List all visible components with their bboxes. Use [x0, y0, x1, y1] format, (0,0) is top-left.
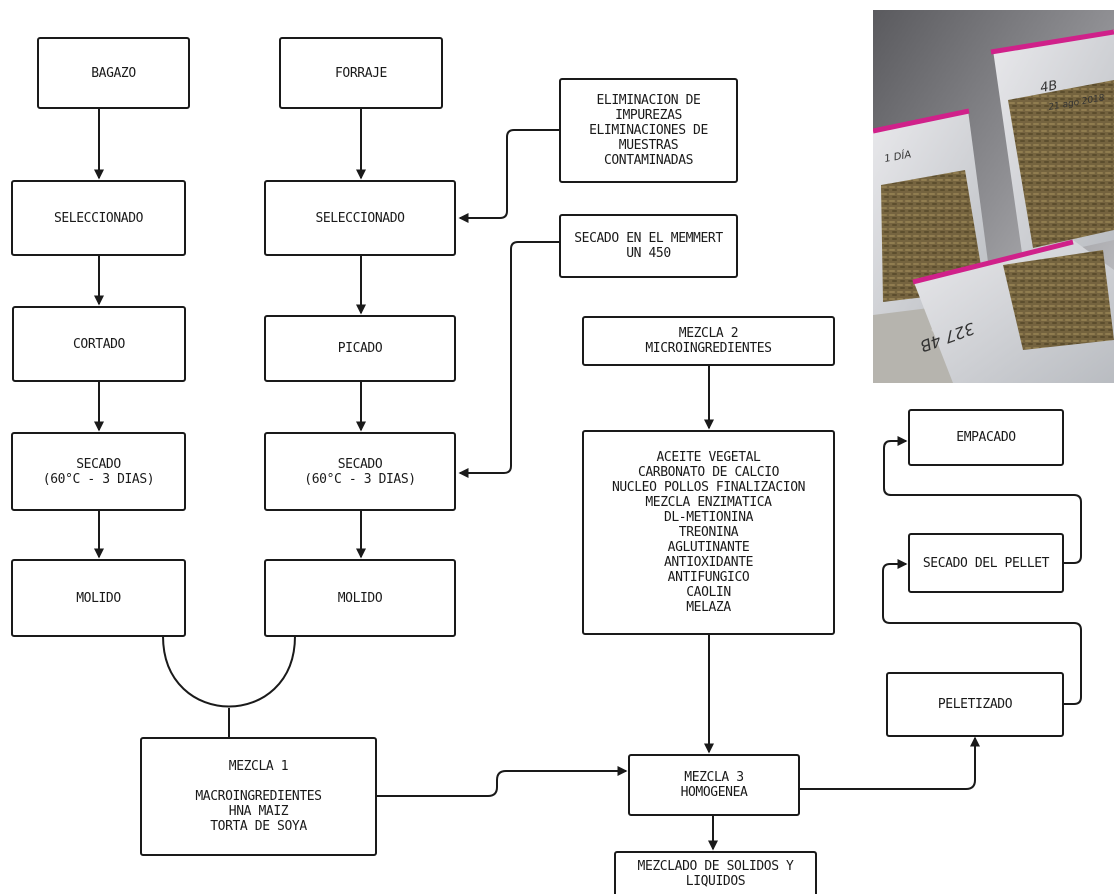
node-seleccionado-bagazo: SELECCIONADO: [11, 180, 186, 256]
node-label-line: CORTADO: [73, 336, 125, 352]
node-label-line: TREONINA: [678, 525, 739, 540]
arrow-peletizado-to-secado-pellet: [882, 559, 1082, 705]
node-label-line: ACEITE VEGETAL: [656, 450, 761, 465]
node-label-line: NUCLEO POLLOS FINALIZACION: [611, 480, 806, 495]
node-label-line: MOLIDO: [337, 590, 383, 606]
node-forraje: FORRAJE: [279, 37, 443, 109]
arrow-eliminacion-to-seleccionado: [458, 129, 559, 223]
node-label-line: HNA MAIZ: [228, 804, 289, 819]
arrow-memmert-to-secado: [458, 241, 559, 478]
arrow-mezcla3-to-peletizado: [800, 736, 980, 790]
node-label-line: SELECCIONADO: [53, 210, 144, 226]
node-label-line: FORRAJE: [335, 65, 387, 81]
node-label-line: UN 450: [626, 246, 671, 261]
node-label-line: MOLIDO: [76, 590, 121, 606]
node-label-line: MACROINGREDIENTES: [195, 789, 322, 804]
bag-label: 4B: [1039, 78, 1059, 96]
arrow-mezcla1-to-mezcla3: [377, 766, 628, 797]
node-label-line: EMPACADO: [956, 430, 1016, 445]
node-empacado: EMPACADO: [908, 409, 1064, 466]
node-secado-pellet: SECADO DEL PELLET: [908, 533, 1064, 593]
node-label-line: SECADO: [76, 456, 121, 472]
node-molido-forraje: MOLIDO: [264, 559, 456, 637]
node-label-line: MICROINGREDIENTES: [645, 341, 772, 356]
node-label-line: CAOLIN: [686, 585, 731, 600]
node-label-line: MEZCLA ENZIMATICA: [645, 495, 772, 510]
node-label-line: DL-METIONINA: [663, 510, 754, 525]
node-label-line: CONTAMINADAS: [603, 153, 694, 168]
node-label-line: ANTIOXIDANTE: [663, 555, 754, 570]
node-bagazo: BAGAZO: [37, 37, 190, 109]
node-label-line: (60°C - 3 DIAS): [304, 471, 416, 487]
node-label-line: SELECCIONADO: [315, 210, 405, 226]
node-label-line: HOMOGENEA: [680, 785, 748, 800]
node-label-line: SECADO EN EL MEMMERT: [574, 231, 723, 246]
node-label-line: SECADO DEL PELLET: [922, 555, 1050, 571]
node-label-line: MEZCLA 3: [684, 770, 744, 785]
node-picado: PICADO: [264, 315, 456, 382]
node-label-line: PICADO: [337, 341, 383, 356]
node-label-line: ANTIFUNGICO: [667, 570, 750, 585]
node-label-line: BAGAZO: [91, 65, 136, 81]
node-molido-bagazo: MOLIDO: [11, 559, 186, 637]
node-label-line: MEZCLA 1: [228, 759, 289, 774]
node-label-line: AGLUTINANTE: [667, 540, 750, 555]
node-label-line: MEZCLADO DE SOLIDOS Y: [637, 858, 794, 874]
arrow-secado-pellet-to-empacado: [883, 436, 1082, 564]
node-label-line: LIQUIDOS: [685, 873, 746, 889]
node-seleccionado-forraje: SELECCIONADO: [264, 180, 456, 256]
node-label-line: MELAZA: [686, 600, 731, 615]
feed-pellet-bags-photo: 4B 21 ago 2018 1 DÍA 327 4B: [873, 10, 1114, 383]
node-label-line: SECADO: [337, 456, 383, 472]
node-peletizado: PELETIZADO: [886, 672, 1064, 737]
node-label-line: (60°C - 3 DIAS): [42, 471, 155, 487]
node-label-line: TORTA DE SOYA: [210, 819, 307, 834]
node-label-line: PELETIZADO: [937, 697, 1013, 712]
node-label-line: CARBONATO DE CALCIO: [637, 465, 780, 480]
node-cortado: CORTADO: [12, 306, 186, 382]
join-molido-to-mezcla1: [162, 635, 296, 737]
node-label-line: MEZCLA 2: [678, 326, 739, 341]
node-label-line: ELIMINACION DE: [596, 93, 701, 108]
node-label-line: MUESTRAS: [618, 138, 679, 153]
node-secado-bagazo: SECADO(60°C - 3 DIAS): [11, 432, 186, 511]
node-secado-forraje: SECADO(60°C - 3 DIAS): [264, 432, 456, 511]
node-label-line: IMPUREZAS: [615, 108, 682, 123]
node-label-line: ELIMINACIONES DE: [589, 123, 708, 138]
